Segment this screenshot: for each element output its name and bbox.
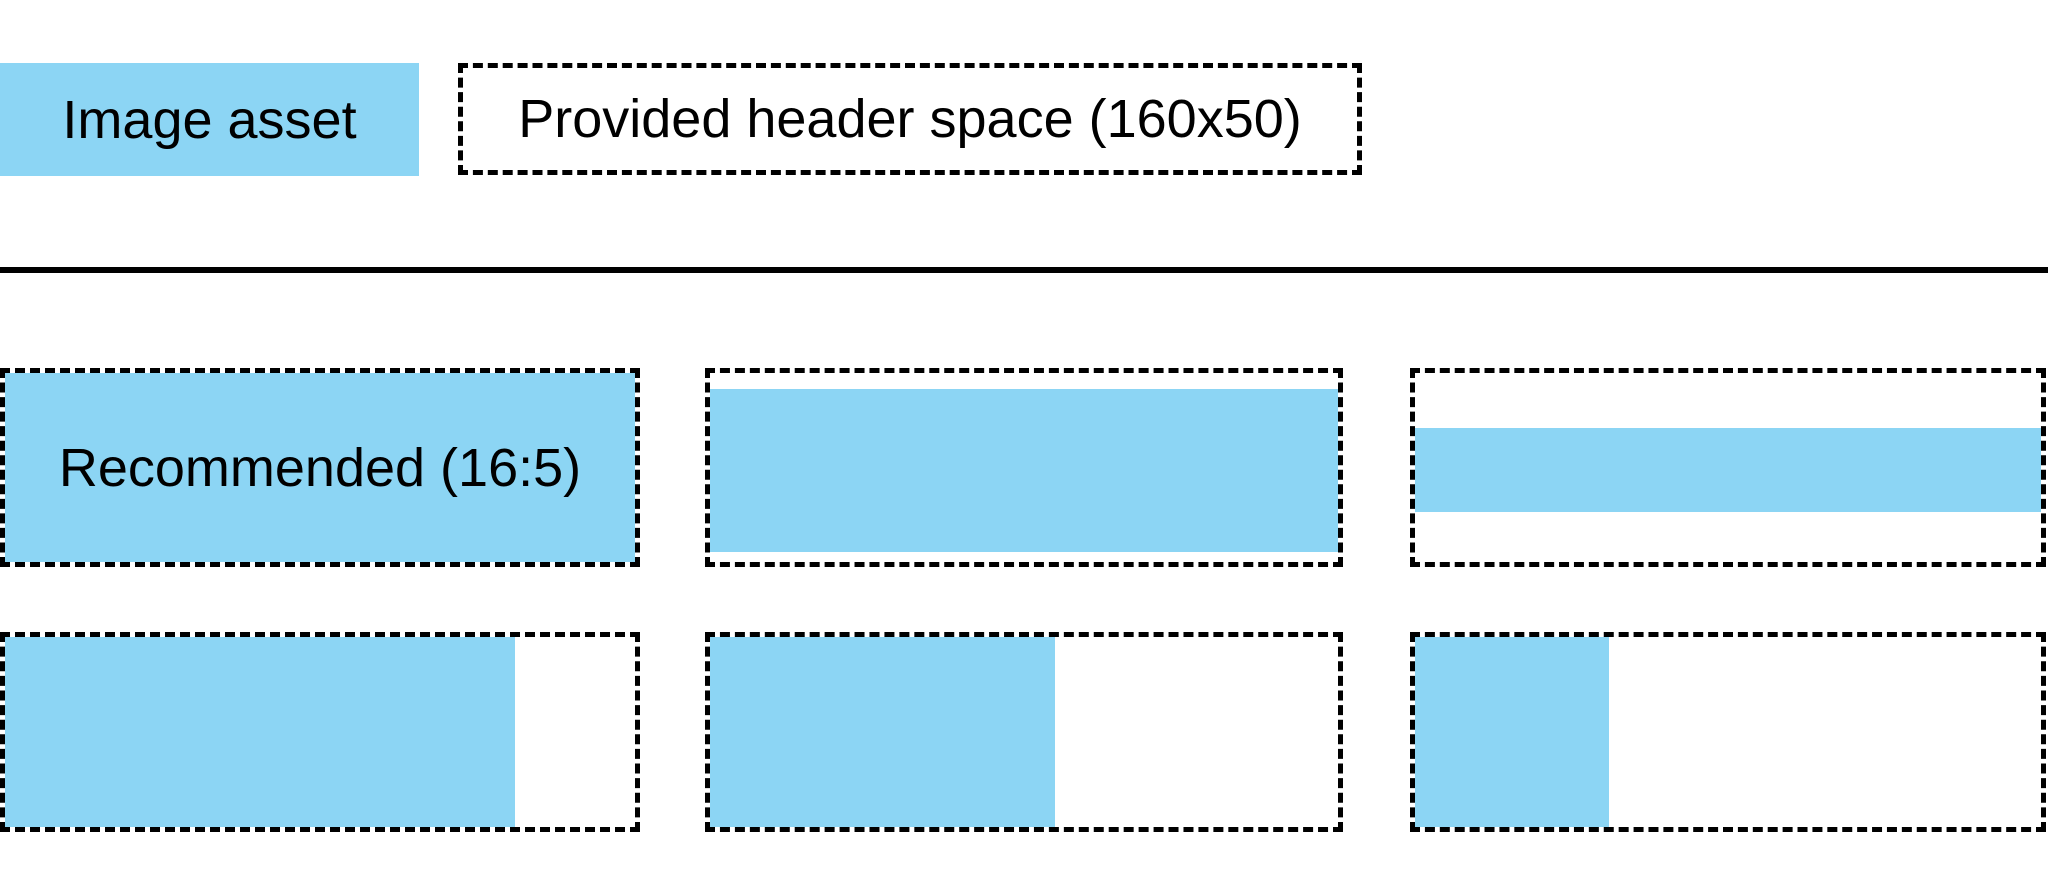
example-cell-thin-strip xyxy=(1410,368,2046,567)
header-space-label: Provided header space (160x50) xyxy=(518,89,1302,149)
asset-fill xyxy=(5,373,635,562)
example-cell-letterboxed xyxy=(705,368,1343,567)
asset-fill xyxy=(710,389,1338,552)
asset-fill xyxy=(1415,637,1610,827)
divider-line xyxy=(0,267,2048,273)
example-cell-pillarboxed-wide xyxy=(0,632,640,832)
recommended-label: Recommended (16:5) xyxy=(58,437,582,498)
asset-fill xyxy=(710,637,1056,827)
asset-fill xyxy=(1415,427,2041,512)
example-cell-pillarboxed-narrow xyxy=(1410,632,2046,832)
image-asset-swatch: Image asset xyxy=(0,63,419,176)
image-asset-label: Image asset xyxy=(62,89,357,150)
recommended-label-wrap: Recommended (16:5) xyxy=(5,373,635,562)
example-cell-pillarboxed-medium xyxy=(705,632,1343,832)
header-space-box: Provided header space (160x50) xyxy=(458,63,1362,175)
asset-fill xyxy=(5,637,516,827)
example-cell-recommended: Recommended (16:5) xyxy=(0,368,640,567)
